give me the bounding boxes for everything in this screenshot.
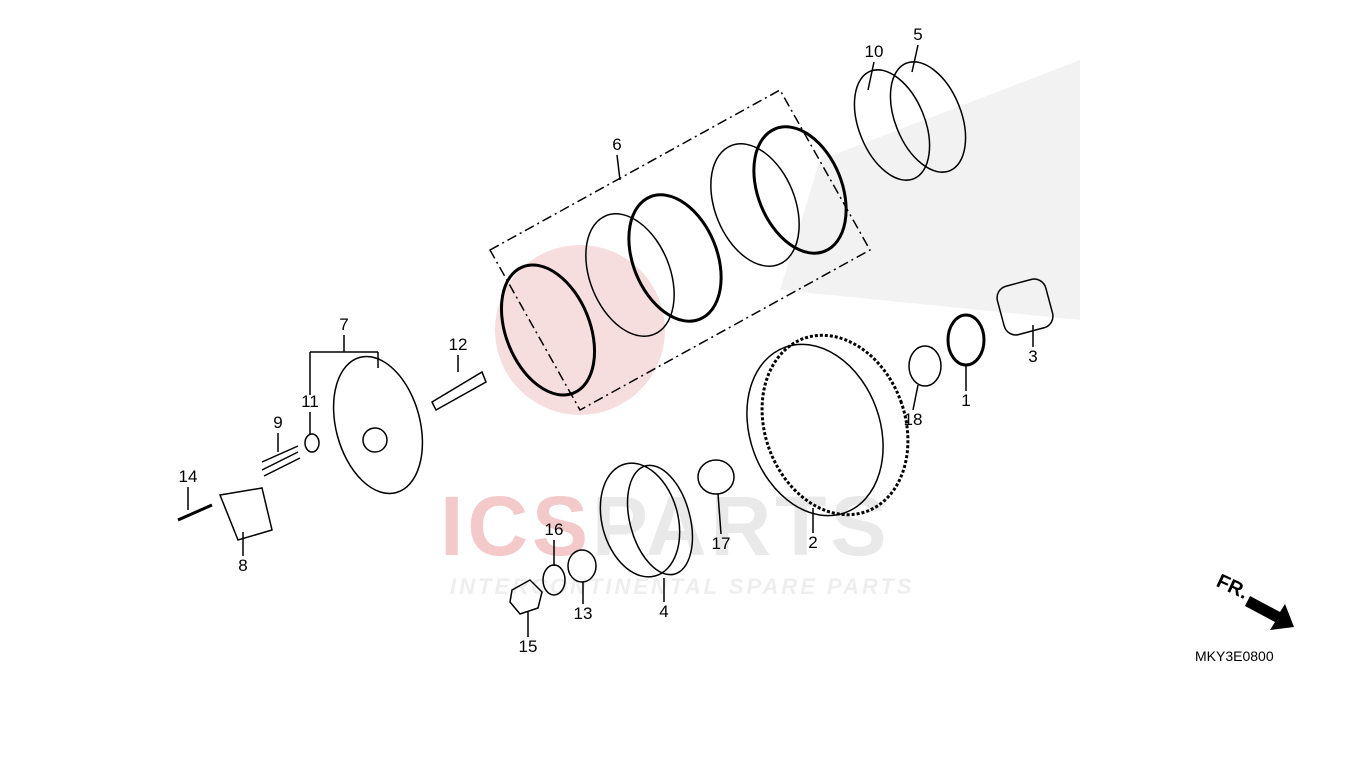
callout-12[interactable]: 12 (448, 335, 468, 354)
gear-watermark (495, 245, 665, 415)
callout-3[interactable]: 3 (1028, 347, 1038, 366)
wing-watermark (780, 60, 1080, 320)
front-arrow-icon (1245, 596, 1294, 630)
callout-9[interactable]: 9 (273, 413, 283, 432)
clutch-center-plate (626, 464, 694, 576)
nut-15 (509, 579, 543, 615)
washer-17 (697, 459, 735, 495)
callout-13[interactable]: 13 (573, 604, 593, 623)
lifter-plate-8 (218, 487, 273, 541)
guide-1 (946, 313, 986, 367)
callout-5[interactable]: 5 (913, 25, 923, 44)
bushing-3 (996, 278, 1054, 336)
callout-4[interactable]: 4 (659, 602, 669, 621)
callout-17[interactable]: 17 (711, 534, 731, 553)
spring-9 (261, 445, 301, 477)
o-ring-11 (304, 433, 320, 453)
watermark-subtitle: INTERCONTINENTAL SPARE PARTS (450, 574, 915, 599)
callout-14[interactable]: 14 (178, 467, 198, 486)
ring-5 (889, 61, 967, 173)
watermark-logo: ICSPARTS (440, 479, 891, 573)
callout-18[interactable]: 18 (903, 410, 923, 429)
friction-disc (752, 125, 848, 255)
lifter-rod-12 (431, 370, 487, 412)
clutch-plate (585, 213, 675, 337)
clutch-center (599, 462, 681, 578)
clutch-plate (710, 143, 800, 267)
diagram-code: MKY3E0800 (1195, 648, 1274, 664)
clutch-plate-set-outline (488, 88, 872, 412)
callout-6[interactable]: 6 (612, 135, 622, 154)
callout-1[interactable]: 1 (961, 391, 971, 410)
pressure-plate-hub (362, 427, 388, 453)
friction-disc (627, 193, 723, 323)
washer-13 (567, 549, 597, 583)
callout-8[interactable]: 8 (238, 556, 248, 575)
callout-2[interactable]: 2 (808, 533, 818, 552)
callout-10[interactable]: 10 (864, 42, 884, 61)
needle-bearing-18 (908, 345, 942, 387)
bolt-14 (177, 503, 213, 522)
callout-15[interactable]: 15 (518, 637, 538, 656)
washer-16 (542, 564, 566, 596)
ring-10 (853, 69, 931, 181)
friction-disc (499, 263, 597, 397)
primary-driven-gear (760, 333, 910, 517)
leader-lines (187, 44, 1034, 637)
clutch-outer (746, 343, 884, 517)
callout-7[interactable]: 7 (339, 315, 349, 334)
callout-11[interactable]: 11 (301, 392, 319, 411)
callout-16[interactable]: 16 (544, 520, 564, 539)
pressure-plate (332, 355, 424, 495)
